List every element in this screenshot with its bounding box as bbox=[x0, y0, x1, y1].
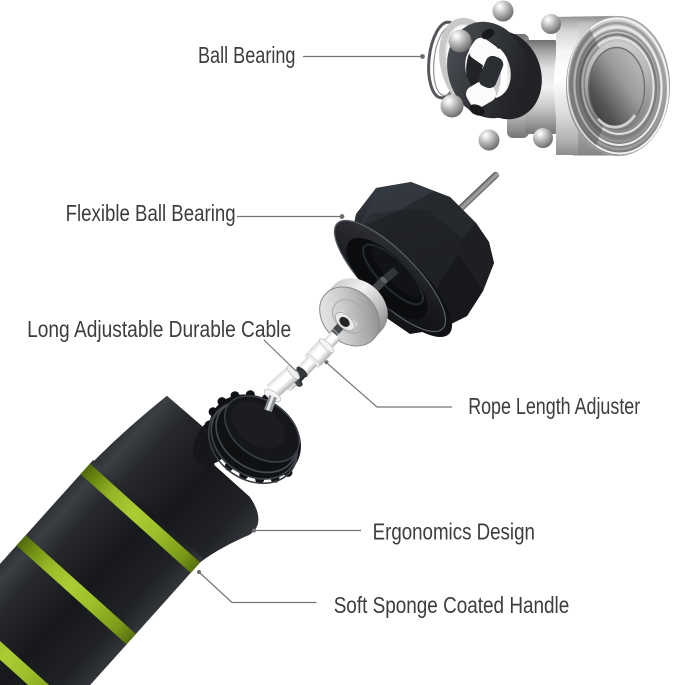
svg-text:Long Adjustable Durable Cable: Long Adjustable Durable Cable bbox=[27, 316, 291, 342]
svg-text:Flexible Ball Bearing: Flexible Ball Bearing bbox=[66, 200, 236, 226]
svg-text:Rope Length Adjuster: Rope Length Adjuster bbox=[468, 393, 640, 419]
svg-text:Ball Bearing: Ball Bearing bbox=[198, 42, 296, 68]
svg-text:Soft Sponge Coated Handle: Soft Sponge Coated Handle bbox=[334, 592, 570, 618]
svg-text:Ergonomics Design: Ergonomics Design bbox=[373, 518, 535, 544]
